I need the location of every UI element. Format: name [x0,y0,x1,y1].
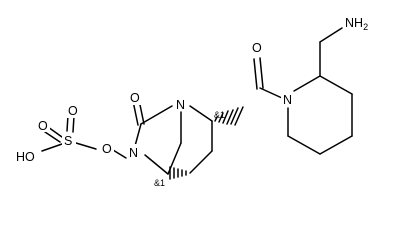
bond-s-o-top-b [72,115,75,133]
bond-c4p-c5p [319,135,353,155]
bond-ch2-nh2 [319,27,343,43]
atom-s: S [64,134,72,148]
bond-c3-c4 [189,150,213,174]
hashed-wedge-c2-carbonyl [214,106,244,126]
atom-n6: N [129,146,138,160]
bonds [41,27,353,180]
bond-s-ho [41,143,63,152]
bond-n1-c2 [189,105,213,122]
atom-hydroxyl: HO [16,150,35,164]
atom-n-piperidine: N [283,93,292,107]
bond-amide-c-n [259,87,283,99]
atom-o-sulfonyl-left: O [38,119,48,133]
stereo-label-c5: &1 [154,178,165,188]
bond-c2p-c3p [319,75,353,95]
chemical-structure: O N N O S O O HO O N NH2 &1 &1 [14,16,371,188]
bond-o-s [75,142,97,150]
atom-o-linker: O [102,142,112,156]
bond-c7-n1 [140,105,173,125]
hashed-wedge-c4-c5 [169,166,187,180]
bond-c7-n6 [134,123,142,147]
stereo-descriptors: &1 &1 [154,110,225,188]
atom-labels: O N N O S O O HO O N NH2 [14,16,371,164]
atom-amine: NH2 [345,16,368,32]
atom-n1: N [176,98,185,112]
bond-c5p-c6p [287,135,321,155]
bond-n6-c5 [144,154,169,175]
bond-s-o-left-b [44,131,61,143]
bond-n-c2p [293,75,321,92]
bond-n6-o [112,149,127,159]
atom-o-urea: O [130,91,140,105]
atom-o-sulfonyl-top: O [68,104,78,118]
bond-s-o-left-a [47,126,63,138]
bond-amide-c-o-b [259,57,264,89]
bond-amide-c-o-a [253,58,258,90]
atom-o-amide: O [252,41,262,55]
stereo-label-c2: &1 [214,110,225,120]
